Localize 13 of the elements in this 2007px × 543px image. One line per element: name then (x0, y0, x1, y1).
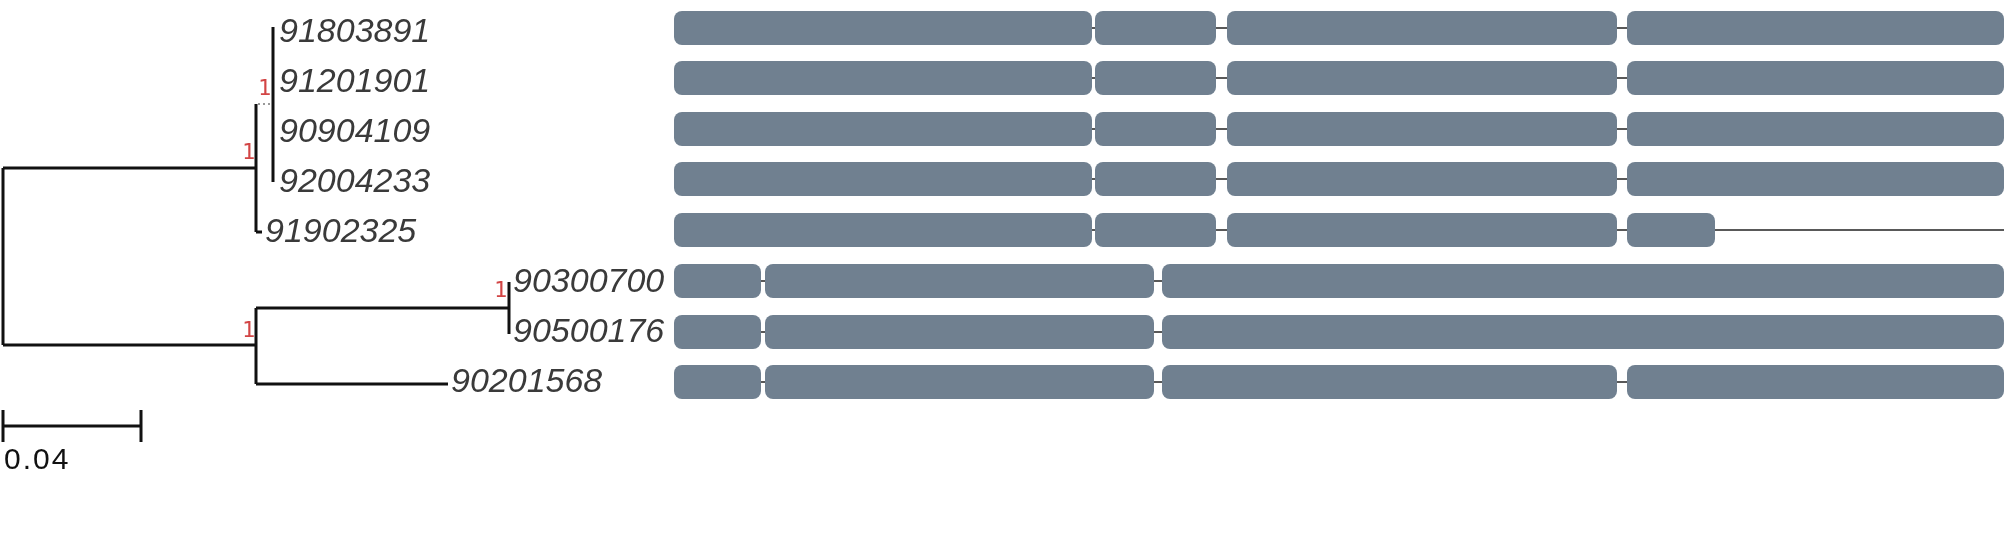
taxon-label: 90500176 (513, 313, 665, 347)
taxon-label: 90300700 (513, 263, 665, 297)
bootstrap-value: 1 (494, 279, 508, 301)
taxon-label: 91803891 (279, 13, 431, 47)
bootstrap-value: 1 (242, 319, 256, 341)
taxon-label: 90201568 (451, 363, 603, 397)
taxon-label: 90904109 (279, 113, 431, 147)
bootstrap-value: 1 (258, 77, 272, 99)
taxon-label: 91201901 (279, 63, 431, 97)
bootstrap-value: 1 (242, 141, 256, 163)
taxon-label: 91902325 (265, 213, 417, 247)
taxon-label: 92004233 (279, 163, 431, 197)
scale-label: 0.04 (4, 444, 71, 474)
